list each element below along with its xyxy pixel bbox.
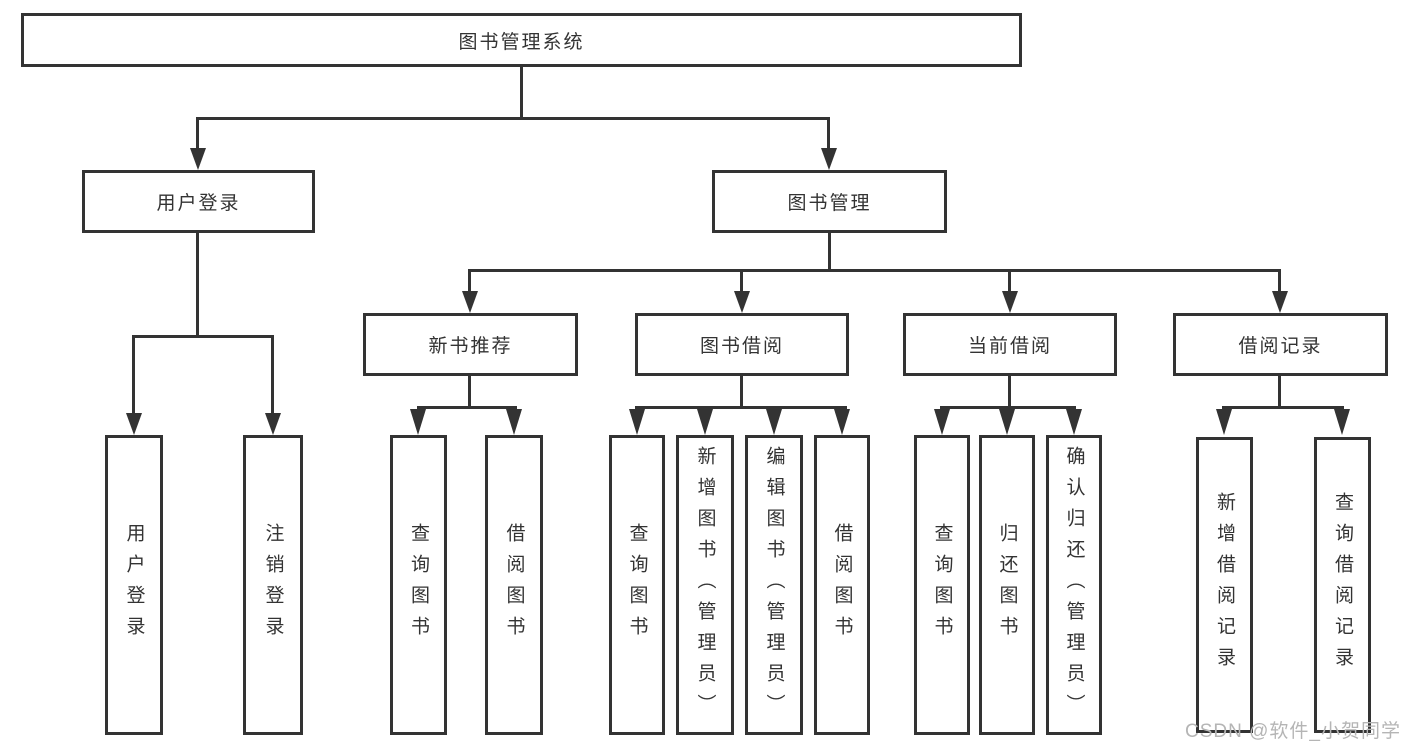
arrowhead-down-icon — [410, 409, 426, 435]
leaf-bb-add-books-admin-label: 新增图书（管理员） — [694, 445, 716, 725]
connector-line — [271, 335, 274, 415]
arrowhead-down-icon — [126, 413, 142, 435]
leaf-br-query-record: 查询借阅记录 — [1314, 437, 1371, 733]
csdn-watermark: CSDN @软件_小贺同学 — [1185, 721, 1401, 742]
connector-line — [740, 375, 743, 409]
leaf-cb-query-books-label: 查询图书 — [931, 523, 953, 647]
connector-line — [468, 269, 1281, 272]
leaf-br-add-record: 新增借阅记录 — [1196, 437, 1253, 733]
arrowhead-down-icon — [1334, 409, 1350, 435]
connector-line — [520, 66, 523, 119]
connector-line — [196, 117, 199, 153]
leaf-br-add-record-label: 新增借阅记录 — [1214, 492, 1235, 678]
node-book-management: 图书管理 — [712, 170, 947, 233]
arrowhead-down-icon — [834, 409, 850, 435]
arrowhead-down-icon — [697, 409, 713, 435]
connector-line — [196, 117, 830, 120]
connector-line — [1008, 376, 1011, 409]
connector-line — [828, 232, 831, 272]
arrowhead-down-icon — [999, 409, 1015, 435]
leaf-user-login-label: 用户登录 — [123, 523, 145, 647]
connector-line — [417, 406, 517, 409]
leaf-nb-query-books-label: 查询图书 — [408, 523, 429, 647]
leaf-cb-query-books: 查询图书 — [914, 435, 970, 735]
connector-line — [1222, 406, 1344, 409]
leaf-br-query-record-label: 查询借阅记录 — [1332, 492, 1353, 678]
arrowhead-down-icon — [1272, 291, 1288, 313]
leaf-bb-add-books-admin: 新增图书（管理员） — [676, 435, 734, 735]
leaf-bb-edit-books-admin-label: 编辑图书（管理员） — [763, 445, 785, 725]
node-current-borrowing: 当前借阅 — [903, 313, 1117, 376]
connector-line — [827, 117, 830, 153]
arrowhead-down-icon — [766, 409, 782, 435]
connector-line — [1278, 376, 1281, 409]
leaf-bb-borrow-books-label: 借阅图书 — [831, 523, 853, 647]
node-borrowing-records: 借阅记录 — [1173, 313, 1388, 376]
connector-line — [1278, 269, 1281, 295]
connector-line — [468, 269, 471, 295]
arrowhead-down-icon — [1066, 409, 1082, 435]
leaf-nb-query-books: 查询图书 — [390, 435, 447, 735]
connector-line — [635, 406, 847, 409]
arrowhead-down-icon — [1002, 291, 1018, 313]
connector-line — [740, 269, 743, 295]
connector-line — [468, 376, 471, 409]
node-user-login: 用户登录 — [82, 170, 315, 233]
leaf-cb-confirm-return-admin: 确认归还（管理员） — [1046, 435, 1102, 735]
leaf-nb-borrow-books: 借阅图书 — [485, 435, 543, 735]
arrowhead-down-icon — [1216, 409, 1232, 435]
arrowhead-down-icon — [265, 413, 281, 435]
node-book-borrowing: 图书借阅 — [635, 313, 849, 376]
connector-line — [1008, 269, 1011, 295]
arrowhead-down-icon — [462, 291, 478, 313]
leaf-logout: 注销登录 — [243, 435, 303, 735]
arrowhead-down-icon — [821, 148, 837, 170]
arrowhead-down-icon — [506, 409, 522, 435]
leaf-user-login: 用户登录 — [105, 435, 163, 735]
leaf-cb-return-books-label: 归还图书 — [996, 523, 1018, 647]
leaf-bb-query-books: 查询图书 — [609, 435, 665, 735]
leaf-nb-borrow-books-label: 借阅图书 — [503, 523, 525, 647]
connector-line — [196, 233, 199, 337]
connector-line — [940, 406, 1076, 409]
node-root-library-system: 图书管理系统 — [21, 13, 1022, 67]
leaf-logout-label: 注销登录 — [262, 523, 284, 647]
arrowhead-down-icon — [629, 409, 645, 435]
arrowhead-down-icon — [190, 148, 206, 170]
leaf-cb-return-books: 归还图书 — [979, 435, 1035, 735]
leaf-bb-edit-books-admin: 编辑图书（管理员） — [745, 435, 803, 735]
leaf-bb-borrow-books: 借阅图书 — [814, 435, 870, 735]
leaf-bb-query-books-label: 查询图书 — [626, 523, 648, 647]
connector-line — [132, 335, 135, 415]
connector-line — [132, 335, 274, 338]
arrowhead-down-icon — [934, 409, 950, 435]
node-new-book-recommend: 新书推荐 — [363, 313, 578, 376]
arrowhead-down-icon — [734, 291, 750, 313]
leaf-cb-confirm-return-admin-label: 确认归还（管理员） — [1063, 445, 1085, 725]
